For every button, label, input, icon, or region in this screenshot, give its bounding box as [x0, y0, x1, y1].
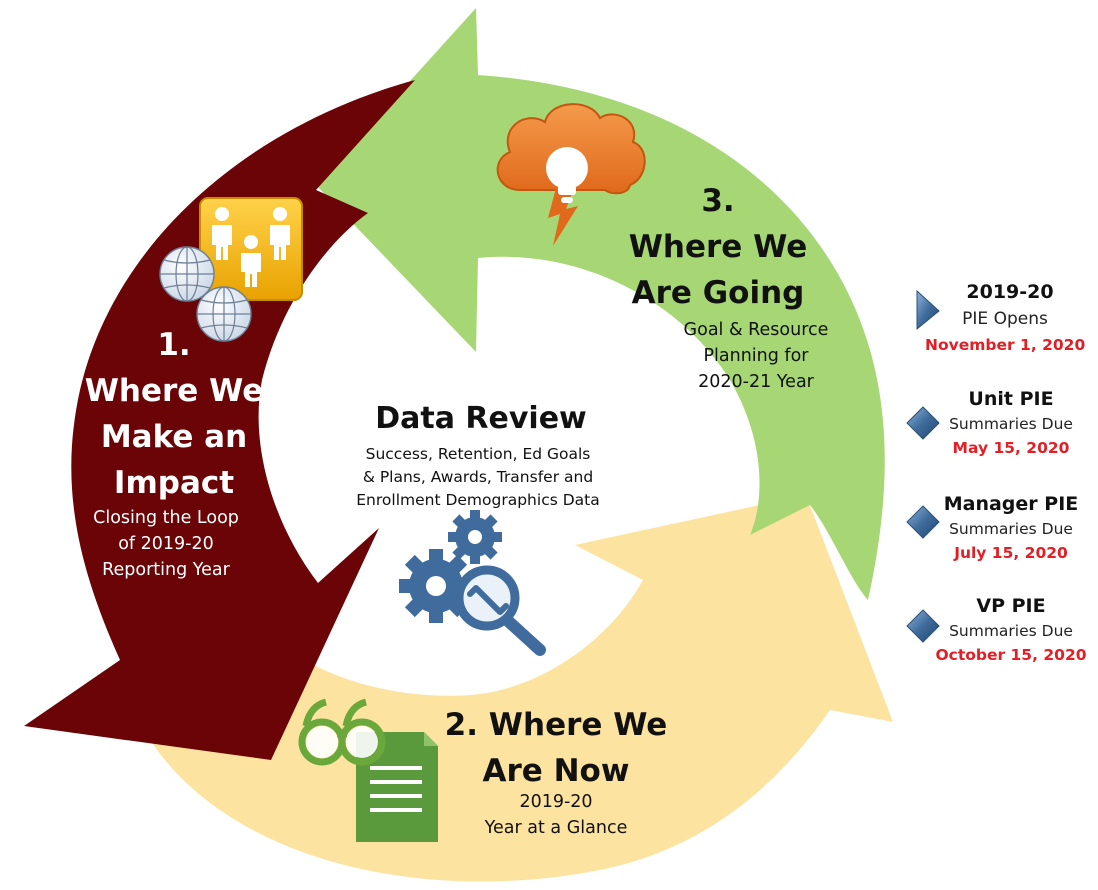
timeline-4-date: October 15, 2020 [935, 646, 1087, 664]
stage3-subtitle-line-2: Planning for [703, 346, 809, 366]
stage1-title-line-3: Impact [113, 465, 235, 501]
timeline-marker-1 [916, 289, 940, 331]
center-line-2: & Plans, Awards, Transfer and [362, 468, 594, 486]
timeline-marker-4 [906, 609, 940, 643]
people-globe-icon [159, 197, 303, 342]
stage3-subtitle-line-1: Goal & Resource [683, 320, 829, 340]
timeline-1-date: November 1, 2020 [925, 336, 1086, 354]
going-arrow [316, 8, 885, 600]
timeline-marker-2 [906, 406, 940, 440]
timeline-marker-3 [906, 505, 940, 539]
stage1-subtitle-line-3: Reporting Year [102, 560, 230, 580]
timeline-3-title: Manager PIE [943, 493, 1079, 515]
timeline-2-sub: Summaries Due [949, 415, 1073, 433]
timeline-1-title: 2019-20 [966, 281, 1054, 303]
stage2-title-line-2: Are Now [482, 753, 630, 789]
stage1-subtitle-line-2: of 2019-20 [118, 534, 214, 554]
timeline-1-sub: PIE Opens [962, 309, 1048, 329]
gears-magnifier-icon [399, 510, 546, 656]
impact-arrow [24, 80, 415, 760]
stage1-title-line-1: Where We [84, 373, 264, 409]
stage3-subtitle-line-3: 2020-21 Year [698, 372, 814, 392]
timeline-3-sub: Summaries Due [949, 520, 1073, 538]
stage1-subtitle-line-1: Closing the Loop [93, 508, 239, 528]
timeline-3-date: July 15, 2020 [954, 544, 1068, 562]
stage2-subtitle-line-1: 2019-20 [519, 792, 593, 812]
glasses-document-icon [298, 698, 438, 842]
stage2-title-line-1: 2. Where We [444, 707, 668, 743]
now-arrow [150, 495, 893, 882]
stage3-title-line-2: Are Going [631, 275, 805, 311]
timeline-2-title: Unit PIE [968, 388, 1054, 410]
center-line-3: Enrollment Demographics Data [356, 491, 600, 509]
stage3-title-line-1: Where We [628, 229, 808, 265]
stage1-number: 1. [157, 327, 191, 363]
idea-cloud-icon [496, 103, 646, 246]
center-title: Data Review [375, 401, 587, 436]
stage1-title-line-2: Make an [100, 419, 248, 455]
stage2-subtitle-line-2: Year at a Glance [484, 818, 628, 838]
timeline-4-sub: Summaries Due [949, 622, 1073, 640]
timeline-2-date: May 15, 2020 [952, 439, 1070, 457]
center-line-1: Success, Retention, Ed Goals [365, 445, 591, 463]
timeline-4-title: VP PIE [976, 595, 1046, 617]
stage3-number: 3. [701, 183, 735, 219]
